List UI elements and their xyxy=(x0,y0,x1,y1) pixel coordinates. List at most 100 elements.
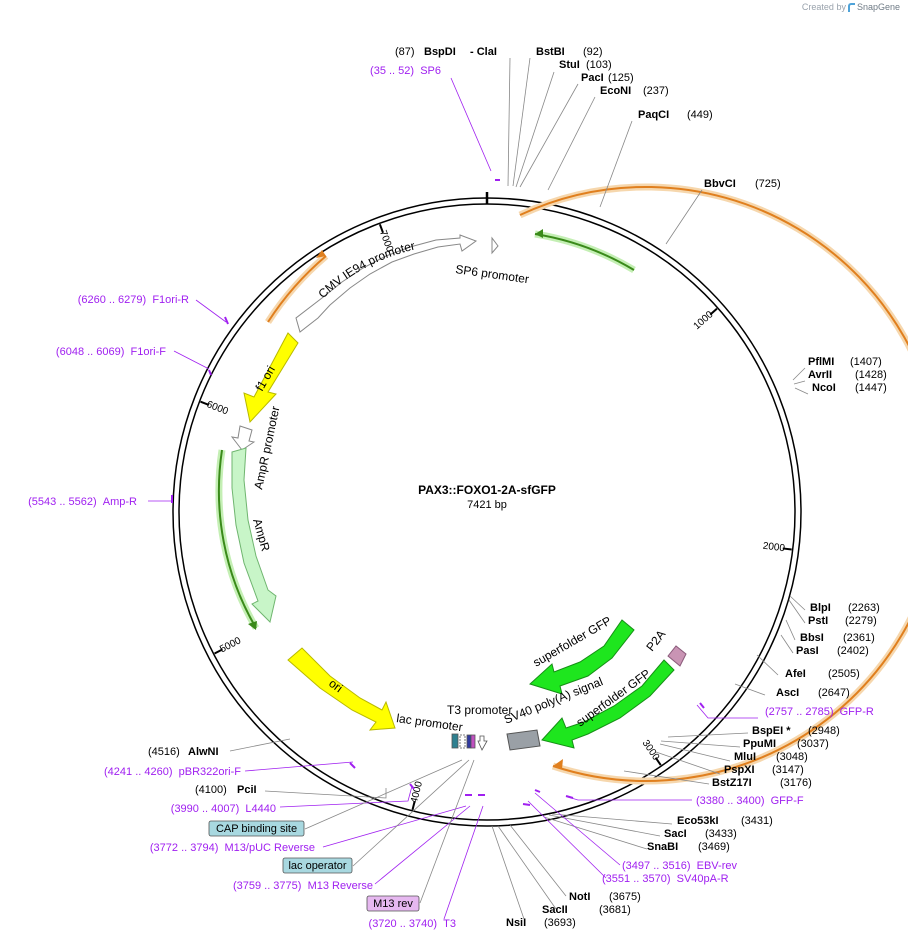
primer-f1orif[interactable]: (6048 .. 6069) F1ori-F xyxy=(56,346,166,358)
site-pflmi[interactable]: PflMI(1407) xyxy=(808,356,882,368)
primer-name: EBV-rev xyxy=(697,860,738,872)
site-position: (3048) xyxy=(776,751,808,763)
orf-main-arrowhead xyxy=(553,759,563,769)
site-name: BstBI xyxy=(536,46,565,58)
primer-name: SP6 xyxy=(420,65,441,77)
site-saci[interactable]: SacI(3433) xyxy=(664,828,737,840)
primer-range: (4241 .. 4260) xyxy=(104,766,173,778)
boxed-feature-label: lac operator xyxy=(288,860,346,872)
site-afei[interactable]: AfeI(2505) xyxy=(785,668,860,680)
site-bbsi[interactable]: BbsI(2361) xyxy=(800,632,875,644)
site-avrii[interactable]: AvrII(1428) xyxy=(808,369,887,381)
primer-m13pucreverse[interactable]: (3772 .. 3794) M13/pUC Reverse xyxy=(150,842,315,854)
site-bspei[interactable]: BspEI *(2948) xyxy=(752,725,840,737)
site-name: BspDI xyxy=(424,46,456,58)
site-econi[interactable]: EcoNI(237) xyxy=(600,85,669,97)
credit-text: Created by xyxy=(801,2,846,12)
site-position: (2263) xyxy=(848,602,880,614)
site-position: (125) xyxy=(608,72,634,84)
superfolder-gfp-arrow-1[interactable] xyxy=(529,619,635,695)
site-ncoi[interactable]: NcoI(1447) xyxy=(812,382,887,394)
primer-f1orir[interactable]: (6260 .. 6279) F1ori-R xyxy=(78,294,189,306)
site-ppumi[interactable]: PpuMI (3037) xyxy=(743,738,829,750)
lac-promoter-mark[interactable] xyxy=(459,734,466,749)
boxed-feature-lac-operator[interactable]: lac operator xyxy=(282,857,353,874)
backbone-outer-ring xyxy=(172,197,802,827)
primer-ebvrev[interactable]: (3497 .. 3516) EBV-rev xyxy=(622,860,737,872)
site-name: NotI xyxy=(569,891,590,903)
site-noti[interactable]: NotI(3675) xyxy=(569,891,641,903)
site-name: StuI xyxy=(559,59,580,71)
primer-l4440[interactable]: (3990 .. 4007) L4440 xyxy=(171,803,276,815)
site-position: (4100) xyxy=(195,784,227,796)
primer-range: (3772 .. 3794) xyxy=(150,842,219,854)
tick-7000 xyxy=(378,223,384,234)
feature-label-ampr-promoter: AmpR promoter xyxy=(251,405,282,491)
site-position: (3433) xyxy=(705,828,737,840)
site-asci[interactable]: AscI(2647) xyxy=(776,687,850,699)
feature-label-t3-promoter: T3 promoter xyxy=(447,703,512,717)
primer-gfpr[interactable]: (2757 .. 2785) GFP-R xyxy=(765,706,874,718)
site-paci[interactable]: PacI(125) xyxy=(581,72,634,84)
t3-promoter-arrow[interactable] xyxy=(477,735,488,751)
snapgene-credit: Created by SnapGene xyxy=(802,2,900,12)
site-position: (3469) xyxy=(698,841,730,853)
site-position: (2647) xyxy=(818,687,850,699)
site-pasi[interactable]: PasI(2402) xyxy=(796,645,869,657)
site-snabi[interactable]: SnaBI(3469) xyxy=(647,841,730,853)
tick-label: 5000 xyxy=(218,635,243,655)
primer-pbr322orif[interactable]: (4241 .. 4260) pBR322ori-F xyxy=(104,766,241,778)
orf-green-top-arrowhead xyxy=(535,229,543,238)
ampr-arrow[interactable] xyxy=(231,447,277,623)
primer-sp6[interactable]: (35 .. 52) SP6 xyxy=(370,65,441,77)
site-pcii[interactable]: (4100)PciI xyxy=(195,784,257,796)
site-position: (1428) xyxy=(855,369,887,381)
site-paqci[interactable]: PaqCI(449) xyxy=(638,109,713,121)
primer-t3[interactable]: (3720 .. 3740) T3 xyxy=(369,918,456,930)
ampr-promoter-arrow[interactable] xyxy=(230,425,256,451)
boxed-feature-cap-binding-site[interactable]: CAP binding site xyxy=(208,820,305,837)
site-alwni[interactable]: (4516)AlwNI xyxy=(148,746,219,758)
site-position: (3176) xyxy=(780,777,812,789)
site-bspdi[interactable]: (87)BspDI- ClaI xyxy=(395,46,497,58)
site-nsii[interactable]: NsiI(3693) xyxy=(506,917,576,929)
superfolder-gfp-arrow-2[interactable] xyxy=(541,659,675,749)
site-name: Eco53kI xyxy=(677,815,719,827)
site-psti[interactable]: PstI(2279) xyxy=(808,615,877,627)
primer-sv40par[interactable]: (3551 .. 3570) SV40pA-R xyxy=(602,873,729,885)
primer-ampr[interactable]: (5543 .. 5562) Amp-R xyxy=(28,496,137,508)
primer-gfpf[interactable]: (3380 .. 3400) GFP-F xyxy=(696,795,804,807)
lac-operator-mark[interactable] xyxy=(466,734,472,749)
sv40-poly-a-arrow[interactable] xyxy=(506,729,541,751)
boxed-feature-label: M13 rev xyxy=(373,898,413,910)
feature-label-ori: ori xyxy=(326,676,345,695)
p2a-arrow[interactable] xyxy=(667,645,687,667)
site-position: (3037) xyxy=(797,738,829,750)
cmv-promoter-arrow[interactable] xyxy=(295,234,478,333)
site-bstbi[interactable]: BstBI(92) xyxy=(536,46,603,58)
snapgene-logo-icon xyxy=(847,2,855,12)
site-pspxi[interactable]: PspXI(3147) xyxy=(724,764,804,776)
site-bstz17i[interactable]: BstZ17I(3176) xyxy=(712,777,812,789)
site-stui[interactable]: StuI(103) xyxy=(559,59,612,71)
orf-green-top xyxy=(534,233,635,271)
primer-m13reverse[interactable]: (3759 .. 3775) M13 Reverse xyxy=(233,880,373,892)
site-position: (3681) xyxy=(599,904,631,916)
site-sacii[interactable]: SacII(3681) xyxy=(542,904,631,916)
ori-arrow[interactable] xyxy=(287,647,396,731)
site-name: AfeI xyxy=(785,668,806,680)
primer-range: (3380 .. 3400) xyxy=(696,795,765,807)
primer-range: (5543 .. 5562) xyxy=(28,496,97,508)
site-blpi[interactable]: BlpI(2263) xyxy=(810,602,880,614)
f1-ori-arrow[interactable] xyxy=(243,332,299,424)
site-eco53ki[interactable]: Eco53kI(3431) xyxy=(677,815,773,827)
cap-binding-site-mark[interactable] xyxy=(451,733,459,749)
m13-rev-mark[interactable] xyxy=(470,734,476,749)
site-mlui[interactable]: MluI(3048) xyxy=(734,751,808,763)
site-bbvci[interactable]: BbvCI(725) xyxy=(704,178,781,190)
site-name: PpuMI xyxy=(743,738,776,750)
boxed-feature-m13-rev[interactable]: M13 rev xyxy=(366,895,420,912)
sp6-promoter-arrow[interactable] xyxy=(491,236,499,255)
site-position: (4516) xyxy=(148,746,180,758)
tick-3000 xyxy=(654,757,662,766)
